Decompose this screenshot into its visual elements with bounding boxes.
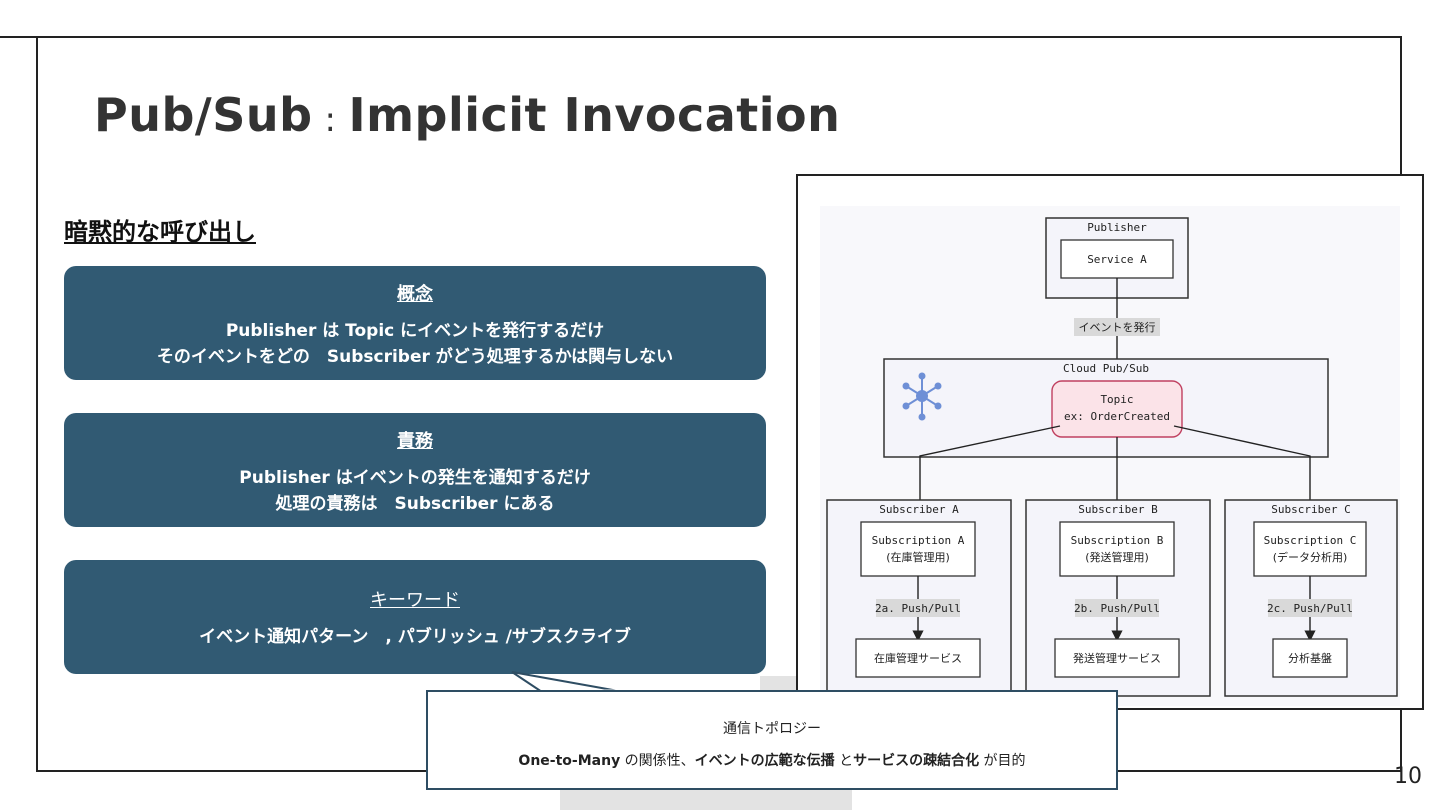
service-analytics-label: 分析基盤 — [1288, 651, 1332, 665]
diagram-svg: Publisher Service A イベントを発行 Cloud Pub/Su… — [826, 217, 1398, 697]
edge-b-label-bg — [1075, 599, 1159, 617]
edge-topic-sub-a — [914, 425, 1061, 526]
card-keyword-head: キーワード — [370, 590, 460, 611]
subscription-b-label-2: (発送管理用) — [1085, 550, 1149, 564]
pubsub-icon — [902, 372, 942, 421]
publisher-label: Publisher — [1087, 221, 1147, 234]
callout-box: 通信トポロジー One-to-Many の関係性、イベントの広範な伝播 とサービ… — [426, 690, 1118, 790]
slide-title: Pub/Sub: Implicit Invocation — [94, 88, 840, 142]
publish-edge-label-bg — [1074, 318, 1160, 336]
card-concept-head: 概念 — [397, 284, 433, 305]
card-responsibility-line-1: Publisher はイベントの発生を通知するだけ — [239, 468, 591, 488]
cloud-pubsub-label: Cloud Pub/Sub — [1063, 362, 1149, 375]
subscription-a-node — [860, 521, 976, 577]
title-separator: : — [324, 100, 337, 140]
frame-line-top-left — [0, 36, 38, 38]
subscription-b-node — [1059, 521, 1175, 577]
subscription-a-label-1: Subscription A — [872, 534, 965, 547]
service-a-label: Service A — [1087, 253, 1147, 266]
card-responsibility-line-2: 処理の責務は Subscriber にある — [275, 494, 555, 514]
topic-label-1: Topic — [1100, 393, 1133, 406]
service-inventory-node — [855, 638, 981, 678]
frame-line-left — [36, 36, 38, 772]
title-rest: Implicit Invocation — [348, 88, 841, 142]
service-shipping-label: 発送管理サービス — [1073, 651, 1161, 665]
card-keyword: キーワード イベント通知パターン , パブリッシュ /サブスクライブ — [64, 560, 766, 674]
service-inventory-label: 在庫管理サービス — [874, 651, 962, 665]
subscription-c-node — [1253, 521, 1367, 577]
callout-part-6: が目的 — [979, 753, 1026, 769]
card-concept-line-1: Publisher は Topic にイベントを発行するだけ — [225, 321, 605, 341]
card-responsibility: 責務 Publisher はイベントの発生を通知するだけ 処理の責務は Subs… — [64, 413, 766, 527]
slide-subtitle: 暗黙的な呼び出し — [64, 218, 256, 246]
topic-node — [1051, 380, 1183, 438]
card-concept-line-2: そのイベントをどの Subscriber がどう処理するかは関与しない — [156, 347, 674, 367]
card-concept: 概念 Publisher は Topic にイベントを発行するだけ そのイベント… — [64, 266, 766, 380]
service-analytics-node — [1272, 638, 1348, 678]
edge-b-label: 2b. Push/Pull — [1074, 602, 1160, 615]
subscription-b-label-1: Subscription B — [1071, 534, 1164, 547]
pubsub-diagram: Publisher Service A イベントを発行 Cloud Pub/Su… — [796, 174, 1424, 710]
subscriber-a-label: Subscriber A — [879, 503, 959, 516]
card-responsibility-head: 責務 — [397, 431, 433, 452]
callout-part-2: の関係性、 — [620, 753, 695, 769]
subscription-a-label-2: (在庫管理用) — [886, 550, 950, 564]
edge-a-label-bg — [876, 599, 960, 617]
edge-c-label: 2c. Push/Pull — [1267, 602, 1353, 615]
subscriber-b-label: Subscriber B — [1078, 503, 1158, 516]
callout-title: 通信トポロジー — [723, 721, 821, 737]
callout-part-1: One-to-Many — [518, 753, 621, 769]
callout-text: One-to-Many の関係性、イベントの広範な伝播 とサービスの疎結合化 が… — [428, 750, 1116, 770]
service-shipping-node — [1054, 638, 1180, 678]
publish-edge-label: イベントを発行 — [1079, 320, 1156, 334]
page-number: 10 — [1394, 764, 1422, 789]
edge-c-label-bg — [1268, 599, 1352, 617]
callout-part-5: サービスの疎結合化 — [853, 753, 980, 769]
callout-part-4: と — [834, 753, 854, 769]
callout-part-3: イベントの広範な伝播 — [694, 753, 835, 769]
subscriber-c-label: Subscriber C — [1271, 503, 1350, 516]
title-main: Pub/Sub — [94, 88, 313, 142]
edge-a-label: 2a. Push/Pull — [875, 602, 961, 615]
subscription-c-label-1: Subscription C — [1264, 534, 1357, 547]
subscription-c-label-2: (データ分析用) — [1273, 550, 1348, 564]
card-keyword-line-1: イベント通知パターン , パブリッシュ /サブスクライブ — [199, 627, 631, 647]
edge-topic-sub-c — [1173, 425, 1316, 526]
topic-label-2: ex: OrderCreated — [1064, 410, 1170, 423]
